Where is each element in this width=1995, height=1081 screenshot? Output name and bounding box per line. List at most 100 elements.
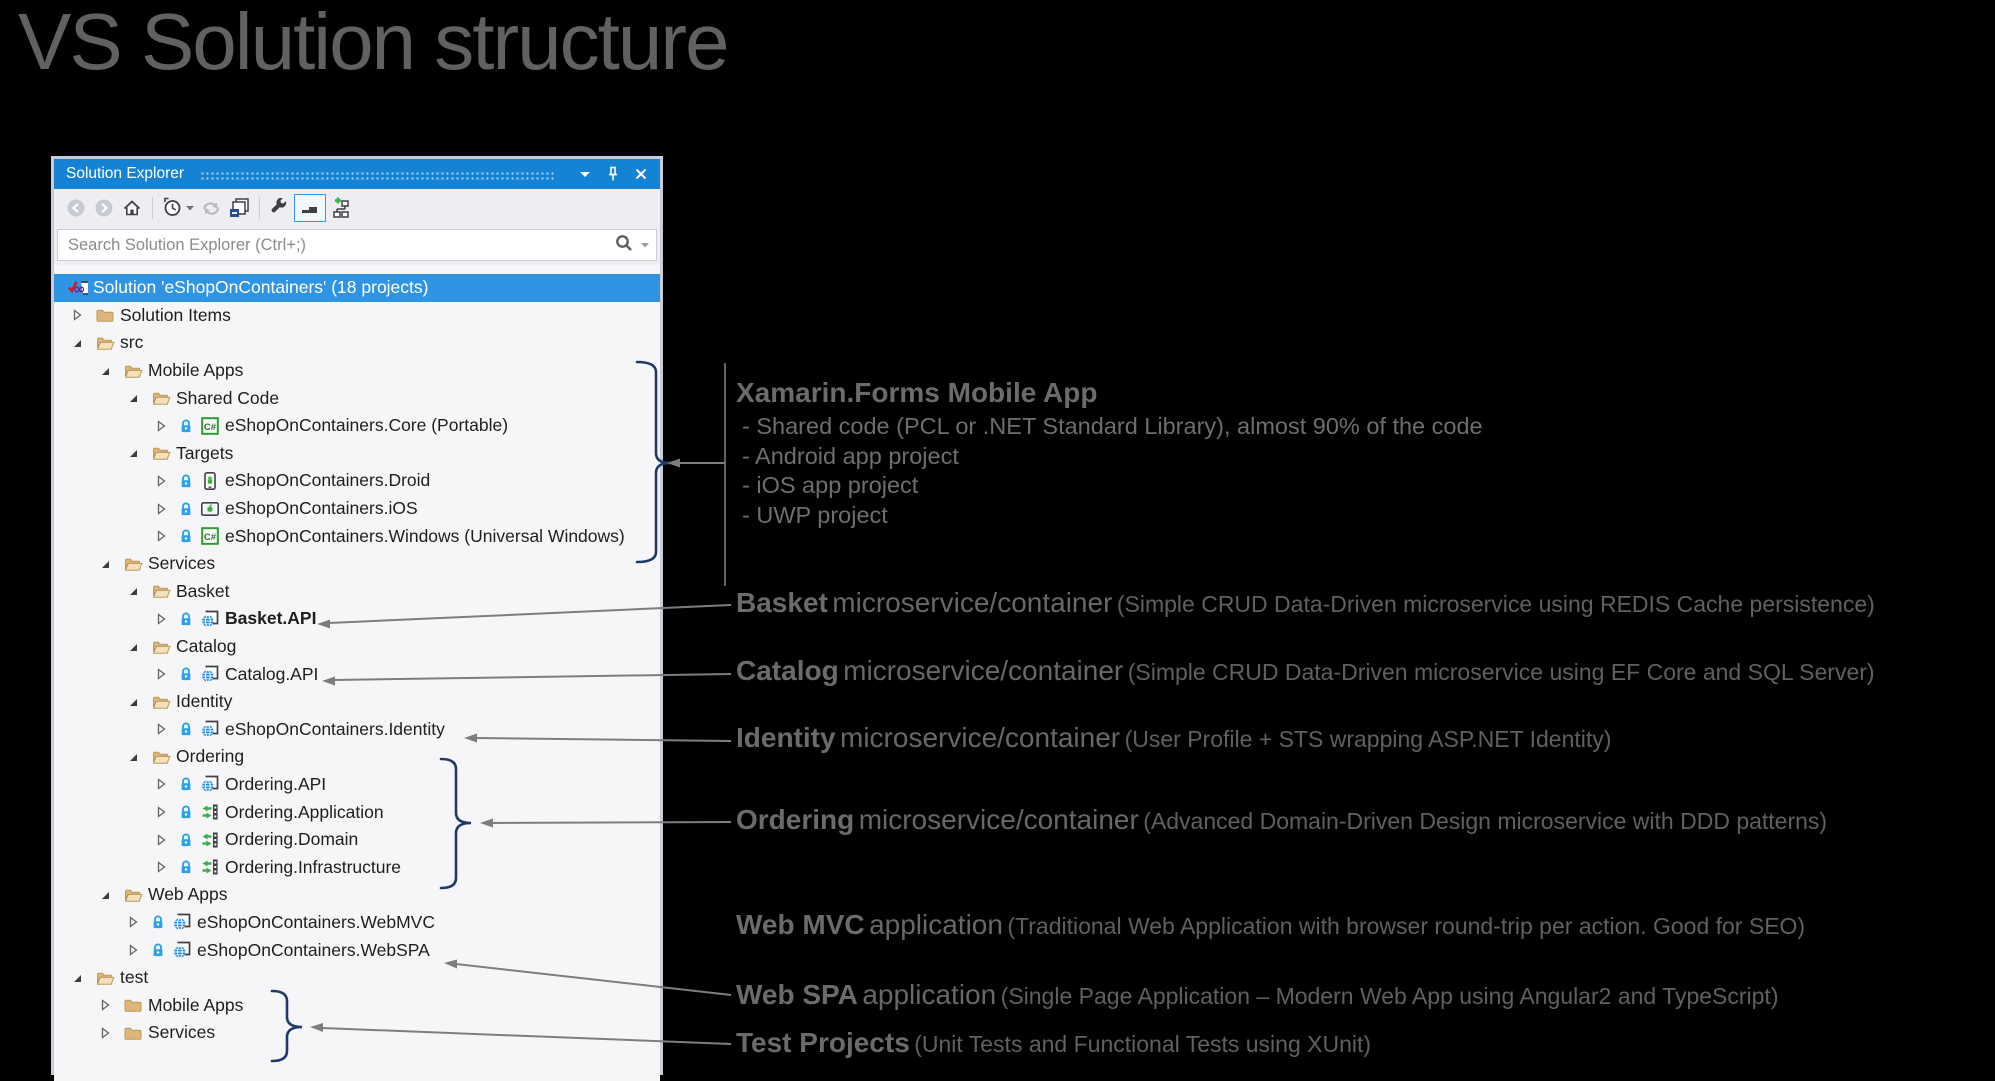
tree-item-test[interactable]: test <box>54 964 660 992</box>
collapsed-expander-icon[interactable] <box>156 613 173 625</box>
tree-item-ordering[interactable]: Ordering <box>54 743 660 771</box>
collapsed-expander-icon[interactable] <box>100 1027 117 1039</box>
chevron-down-icon[interactable] <box>574 164 596 184</box>
folder-open-icon <box>151 693 171 711</box>
tree-item-label: eShopOnContainers.WebMVC <box>197 911 435 932</box>
collapsed-expander-icon[interactable] <box>156 806 173 818</box>
search-input[interactable]: Search Solution Explorer (Ctrl+;) <box>57 229 657 261</box>
tree-item-eshoponcontainers-windows-universal-windows[interactable]: C#eShopOnContainers.Windows (Universal W… <box>54 522 660 550</box>
forward-icon[interactable] <box>91 195 117 221</box>
tree-item-label: Basket.API <box>225 608 317 629</box>
folder-open-icon <box>151 582 171 600</box>
collapsed-expander-icon[interactable] <box>156 723 173 736</box>
expanded-expander-icon[interactable] <box>100 889 117 901</box>
tree-item-label: Services <box>148 553 216 574</box>
pin-icon[interactable] <box>602 164 624 184</box>
collapsed-expander-icon[interactable] <box>156 833 173 846</box>
tree-item-label: Web Apps <box>148 884 228 905</box>
tree-item-basket[interactable]: Basket <box>54 578 660 606</box>
csharp-icon: C# <box>200 416 220 435</box>
titlebar-grip[interactable] <box>200 170 554 180</box>
tree-item-eshoponcontainers-ios[interactable]: eShopOnContainers.iOS <box>54 495 660 523</box>
collapsed-expander-icon[interactable] <box>156 475 173 487</box>
folder-closed-icon <box>123 996 143 1014</box>
tree-item-label: Ordering.API <box>225 773 327 794</box>
collapsed-expander-icon[interactable] <box>156 530 173 542</box>
expanded-expander-icon[interactable] <box>128 447 145 459</box>
annotation-ordering: Ordering microservice/container (Advance… <box>736 804 1827 836</box>
tree-item-eshoponcontainers-webmvc[interactable]: eShopOnContainers.WebMVC <box>54 909 660 937</box>
tree-item-services[interactable]: Services <box>54 1019 660 1047</box>
sync-diagram-add-icon[interactable] <box>328 195 354 221</box>
expanded-expander-icon[interactable] <box>128 696 145 708</box>
tree-item-targets[interactable]: Targets <box>54 440 660 468</box>
collapsed-expander-icon[interactable] <box>156 502 173 515</box>
search-options-caret-icon[interactable] <box>640 236 650 254</box>
home-icon[interactable] <box>119 195 145 221</box>
annotation-test-projects: Test Projects (Unit Tests and Functional… <box>736 1027 1371 1059</box>
tree-item-eshoponcontainers-webspa[interactable]: eShopOnContainers.WebSPA <box>54 936 660 964</box>
annotation-subheading: microservice/container <box>832 587 1113 618</box>
annotation-bullet: - iOS app project <box>742 472 919 498</box>
annotation-heading: Test Projects <box>736 1027 910 1058</box>
preview-selected-items-icon[interactable] <box>294 194 326 222</box>
tree-item-ordering-domain[interactable]: Ordering.Domain <box>54 826 660 854</box>
close-icon[interactable] <box>630 164 652 184</box>
tree-item-shared-code[interactable]: Shared Code <box>54 384 660 412</box>
collapsed-expander-icon[interactable] <box>128 944 145 956</box>
tree-item-solution-items[interactable]: Solution Items <box>54 302 660 330</box>
panel-titlebar[interactable]: Solution Explorer <box>54 159 660 189</box>
collapsed-expander-icon[interactable] <box>156 668 173 680</box>
collapsed-expander-icon[interactable] <box>156 778 173 791</box>
folder-open-icon <box>151 638 171 656</box>
tree-item-basket-api[interactable]: Basket.API <box>54 605 660 633</box>
tree-item-mobile-apps[interactable]: Mobile Apps <box>54 991 660 1019</box>
expanded-expander-icon[interactable] <box>128 585 145 597</box>
back-icon[interactable] <box>63 195 89 221</box>
lock-icon <box>179 832 194 848</box>
annotation-catalog: Catalog microservice/container (Simple C… <box>736 655 1875 687</box>
expanded-expander-icon[interactable] <box>128 392 145 404</box>
tree-item-identity[interactable]: Identity <box>54 688 660 716</box>
tree-item-label: eShopOnContainers.Core (Portable) <box>225 415 509 436</box>
expanded-expander-icon[interactable] <box>72 972 89 984</box>
tree-item-label: Mobile Apps <box>148 994 244 1015</box>
collapsed-expander-icon[interactable] <box>156 419 173 432</box>
annotation-description: (User Profile + STS wrapping ASP.NET Ide… <box>1124 726 1612 752</box>
tree-item-catalog[interactable]: Catalog <box>54 633 660 661</box>
collapse-all-icon[interactable] <box>226 195 252 221</box>
expanded-expander-icon[interactable] <box>72 337 89 349</box>
search-icon[interactable] <box>614 233 634 258</box>
csharp-icon: C# <box>200 527 220 545</box>
tree-item-src[interactable]: src <box>54 329 660 357</box>
expanded-expander-icon[interactable] <box>128 641 145 653</box>
collapsed-expander-icon[interactable] <box>156 861 173 874</box>
dropdown-caret-icon[interactable] <box>184 195 196 221</box>
tree-item-eshoponcontainers-droid[interactable]: eShopOnContainers.Droid <box>54 467 660 495</box>
collapsed-expander-icon[interactable] <box>128 916 145 929</box>
ios-icon <box>200 500 220 518</box>
tree-item-solution-eshoponcontainers-18-projects[interactable]: ∞Solution 'eShopOnContainers' (18 projec… <box>54 274 660 302</box>
tree-item-eshoponcontainers-core-portable[interactable]: C# eShopOnContainers.Core (Portable) <box>54 412 660 440</box>
tree-item-mobile-apps[interactable]: Mobile Apps <box>54 357 660 385</box>
history-clock-icon[interactable] <box>159 195 185 221</box>
refresh-icon[interactable] <box>198 195 224 221</box>
expanded-expander-icon[interactable] <box>100 558 117 570</box>
collapsed-expander-icon[interactable] <box>100 999 117 1012</box>
tree-item-label: Targets <box>176 442 234 463</box>
folder-open-icon <box>95 334 115 352</box>
tree-item-eshoponcontainers-identity[interactable]: eShopOnContainers.Identity <box>54 716 660 744</box>
tree-item-label: eShopOnContainers.Identity <box>225 718 445 739</box>
tree-item-catalog-api[interactable]: Catalog.API <box>54 660 660 688</box>
tree-item-ordering-infrastructure[interactable]: Ordering.Infrastructure <box>54 853 660 881</box>
expanded-expander-icon[interactable] <box>128 751 145 763</box>
tree-item-label: src <box>120 332 144 353</box>
tree-item-ordering-application[interactable]: Ordering.Application <box>54 798 660 826</box>
tree-item-label: Basket <box>176 580 230 601</box>
collapsed-expander-icon[interactable] <box>72 309 89 322</box>
tree-item-services[interactable]: Services <box>54 550 660 578</box>
tree-item-ordering-api[interactable]: Ordering.API <box>54 771 660 799</box>
expanded-expander-icon[interactable] <box>100 365 117 377</box>
properties-wrench-icon[interactable] <box>266 195 292 221</box>
tree-item-web-apps[interactable]: Web Apps <box>54 881 660 909</box>
